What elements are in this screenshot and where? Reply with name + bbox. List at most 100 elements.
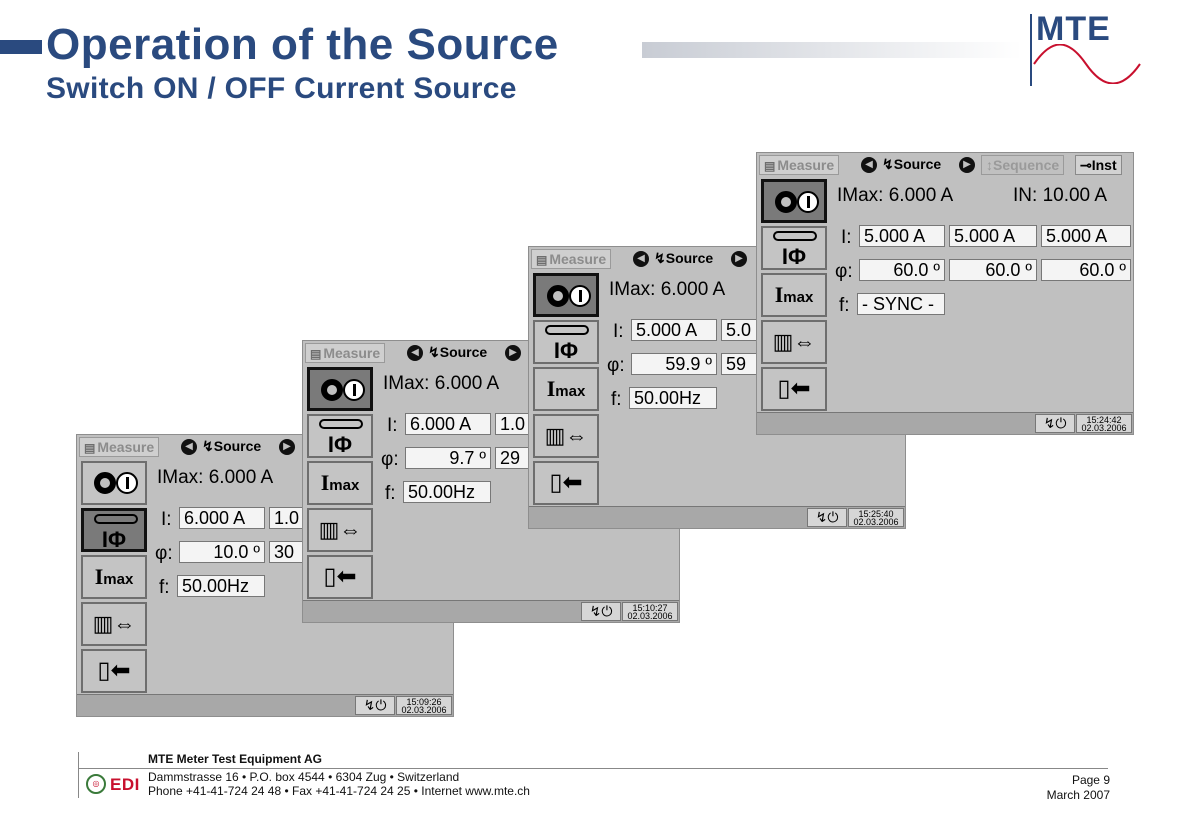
current-l2-field[interactable]: 5.0: [721, 319, 761, 341]
imax-label: I: [546, 376, 556, 401]
imax-row: IMax: 6.000 A: [837, 185, 954, 206]
imax-button[interactable]: Imax: [307, 461, 373, 505]
i-phi-label: IΦ: [553, 338, 579, 363]
frequency-label: f:: [611, 389, 622, 410]
frequency-field[interactable]: 50.00Hz: [403, 481, 491, 503]
door-exit-icon: ▯⬅: [97, 657, 131, 684]
on-off-icon: [94, 472, 138, 494]
exit-button[interactable]: ▯⬅: [533, 461, 599, 505]
tab-source[interactable]: ↯Source: [882, 156, 942, 172]
on-off-button[interactable]: [81, 461, 147, 505]
save-load-button[interactable]: ▥⇔: [533, 414, 599, 458]
arrow-left-icon[interactable]: ◀: [861, 157, 877, 173]
imax-button[interactable]: Imax: [761, 273, 827, 317]
imax-label: I: [320, 470, 330, 495]
imax-label: I: [94, 564, 104, 589]
edi-logo: EDI: [110, 775, 140, 794]
arrow-left-icon[interactable]: ◀: [633, 251, 649, 267]
i-phi-button[interactable]: IΦ: [761, 226, 827, 270]
tab-source[interactable]: ↯Source: [428, 344, 488, 360]
phase-l1-field[interactable]: 59.9 º: [631, 353, 717, 375]
sine-wave-icon: [1033, 44, 1141, 84]
i-phi-button[interactable]: IΦ: [81, 508, 147, 552]
wrench-icon: [94, 514, 138, 524]
in-row: IN: 10.00 A: [1013, 185, 1108, 206]
frequency-field[interactable]: - SYNC -: [857, 293, 945, 315]
arrow-left-icon[interactable]: ◀: [407, 345, 423, 361]
page-subtitle: Switch ON / OFF Current Source: [46, 72, 517, 105]
current-l1-field[interactable]: 5.000 A: [859, 225, 945, 247]
arrow-left-icon[interactable]: ◀: [181, 439, 197, 455]
source-status-icon: ↯⏻: [355, 696, 395, 715]
frequency-field[interactable]: 50.00Hz: [177, 575, 265, 597]
on-off-button[interactable]: [761, 179, 827, 223]
current-label: I:: [387, 415, 398, 436]
on-off-button[interactable]: [533, 273, 599, 317]
arrow-right-icon[interactable]: ▶: [279, 439, 295, 455]
device-screen-4: ▤Measure ◀ ↯Source ▶ ↕Sequence ⊸Inst IΦ …: [756, 152, 1134, 435]
company-contact: Phone +41-41-724 24 48 • Fax +41-41-724 …: [148, 784, 530, 798]
exit-button[interactable]: ▯⬅: [761, 367, 827, 411]
current-l1-field[interactable]: 6.000 A: [179, 507, 265, 529]
tab-inst[interactable]: ⊸Inst: [1075, 155, 1122, 175]
imax-button[interactable]: Imax: [81, 555, 147, 599]
exit-button[interactable]: ▯⬅: [307, 555, 373, 599]
on-off-icon: [547, 285, 591, 307]
frequency-label: f:: [839, 295, 850, 316]
phase-l2-field[interactable]: 29: [495, 447, 535, 469]
tab-source[interactable]: ↯Source: [654, 250, 714, 266]
current-l3-field[interactable]: 5.000 A: [1041, 225, 1131, 247]
phase-l1-field[interactable]: 10.0 º: [179, 541, 265, 563]
current-l1-field[interactable]: 5.000 A: [631, 319, 717, 341]
tab-sequence[interactable]: ↕Sequence: [981, 155, 1065, 175]
arrow-right-icon[interactable]: ▶: [505, 345, 521, 361]
phase-l2-field[interactable]: 30: [269, 541, 309, 563]
current-l1-field[interactable]: 6.000 A: [405, 413, 491, 435]
imax-button[interactable]: Imax: [533, 367, 599, 411]
footer-divider: [78, 768, 1108, 769]
arrow-right-icon[interactable]: ▶: [959, 157, 975, 173]
phase-l2-field[interactable]: 60.0 º: [949, 259, 1037, 281]
current-l2-field[interactable]: 5.000 A: [949, 225, 1037, 247]
wrench-icon: [319, 419, 363, 429]
arrow-right-icon[interactable]: ▶: [731, 251, 747, 267]
save-load-button[interactable]: ▥⇔: [81, 602, 147, 646]
disk-icon: ▥⇔: [92, 611, 136, 636]
title-gradient-strip: [642, 42, 1022, 58]
exit-button[interactable]: ▯⬅: [81, 649, 147, 693]
door-exit-icon: ▯⬅: [777, 375, 811, 402]
on-off-button[interactable]: [307, 367, 373, 411]
phase-l3-field[interactable]: 60.0 º: [1041, 259, 1131, 281]
tab-measure[interactable]: ▤Measure: [531, 249, 612, 269]
mte-logo: MTE: [1036, 10, 1111, 48]
wrench-icon: [773, 231, 817, 241]
source-status-icon: ↯⏻: [581, 602, 621, 621]
company-address: Dammstrasse 16 • P.O. box 4544 • 6304 Zu…: [148, 770, 460, 784]
current-l2-field[interactable]: 1.0: [269, 507, 309, 529]
i-phi-button[interactable]: IΦ: [533, 320, 599, 364]
tab-source[interactable]: ↯Source: [202, 438, 262, 454]
disk-icon: ▥⇔: [318, 517, 362, 542]
certification-badge-icon: ◎: [86, 774, 106, 794]
page-number: Page 9: [1071, 773, 1110, 787]
phase-l2-field[interactable]: 59: [721, 353, 761, 375]
tab-measure[interactable]: ▤Measure: [759, 155, 840, 175]
frequency-field[interactable]: 50.00Hz: [629, 387, 717, 409]
company-name: MTE Meter Test Equipment AG: [148, 752, 323, 766]
tab-measure[interactable]: ▤Measure: [305, 343, 386, 363]
tab-measure[interactable]: ▤Measure: [79, 437, 160, 457]
current-label: I:: [161, 509, 172, 530]
save-load-button[interactable]: ▥⇔: [761, 320, 827, 364]
phase-l1-field[interactable]: 9.7 º: [405, 447, 491, 469]
phase-l1-field[interactable]: 60.0 º: [859, 259, 945, 281]
i-phi-button[interactable]: IΦ: [307, 414, 373, 458]
save-load-button[interactable]: ▥⇔: [307, 508, 373, 552]
source-status-icon: ↯⏻: [1035, 414, 1075, 433]
page-title: Operation of the Source: [46, 20, 559, 69]
